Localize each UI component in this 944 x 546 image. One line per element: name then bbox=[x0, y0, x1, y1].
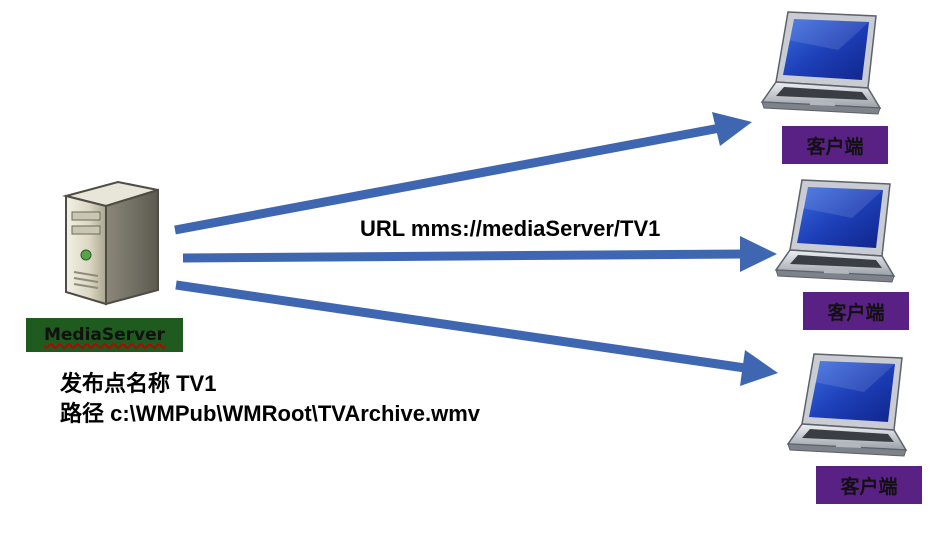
client-label-2: 客户端 bbox=[803, 292, 909, 330]
arrow-to-client-1 bbox=[174, 112, 752, 235]
stream-url-text: URL mms://mediaServer/TV1 bbox=[360, 216, 661, 241]
client-label-1: 客户端 bbox=[782, 126, 888, 164]
arrow-to-client-3 bbox=[175, 280, 778, 386]
server-tower-icon bbox=[62, 180, 159, 306]
laptop-icon bbox=[775, 179, 895, 283]
publishing-point-name: 发布点名称 TV1 bbox=[60, 371, 217, 396]
laptop-icon bbox=[761, 11, 881, 115]
publishing-point-path: 路径 c:\WMPub\WMRoot\TVArchive.wmv bbox=[60, 401, 481, 426]
laptop-icon bbox=[787, 353, 907, 457]
client-label-3: 客户端 bbox=[816, 466, 922, 504]
arrow-to-client-2 bbox=[182, 236, 777, 272]
server-label: MediaServer bbox=[26, 318, 183, 352]
